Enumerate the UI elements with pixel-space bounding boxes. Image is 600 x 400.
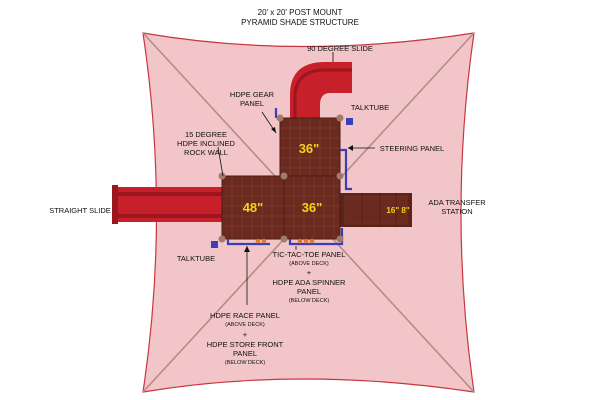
deck-center-height: 36" [302, 200, 323, 215]
label-race-1: HDPE RACE PANEL [210, 311, 280, 320]
title-line-2: PYRAMID SHADE STRUCTURE [241, 18, 359, 27]
label-90-degree-slide: 90 DEGREE SLIDE [307, 44, 373, 53]
talktube-top-icon [346, 118, 353, 125]
straight-slide [112, 185, 225, 224]
label-talktube-top: TALKTUBE [351, 103, 389, 112]
transfer-heights: 16" 8" [386, 206, 409, 215]
deck-top-height: 36" [299, 141, 320, 156]
label-race-5: (BELOW DECK) [225, 360, 266, 366]
posts [218, 114, 344, 243]
frame-blue [226, 108, 352, 246]
label-rock-wall-1: 15 DEGREE [185, 130, 227, 139]
label-rock-wall-3: ROCK WALL [184, 148, 228, 157]
label-tictac-5: (BELOW DECK) [289, 298, 330, 304]
label-tictac-plus: + [307, 268, 312, 277]
label-steering-panel: STEERING PANEL [380, 144, 444, 153]
pointer-heads [244, 127, 353, 252]
label-race-3: HDPE STORE FRONT [207, 340, 284, 349]
label-race-plus: + [243, 330, 248, 339]
label-race-2: (ABOVE DECK) [225, 322, 265, 328]
label-tictac-3: HDPE ADA SPINNER [273, 278, 347, 287]
deck-center [283, 175, 341, 240]
label-tictac-2: (ABOVE DECK) [289, 261, 329, 267]
label-rock-wall-2: HDPE INCLINED [177, 139, 236, 148]
label-gear-panel-2: PANEL [240, 99, 264, 108]
deck-left [221, 175, 285, 240]
label-straight-slide: STRAIGHT SLIDE [49, 206, 111, 215]
talktube-bottom-icon [211, 241, 218, 248]
label-race-4: PANEL [233, 349, 257, 358]
ada-transfer-station [340, 193, 412, 227]
label-talktube-bottom: TALKTUBE [177, 254, 215, 263]
panel-accents [255, 238, 315, 244]
title-line-1: 20' x 20' POST MOUNT [258, 8, 343, 17]
label-gear-panel-1: HDPE GEAR [230, 90, 275, 99]
label-ada-2: STATION [441, 207, 472, 216]
label-tictac-1: TIC-TAC-TOE PANEL [273, 250, 346, 259]
label-ada-1: ADA TRANSFER [428, 198, 486, 207]
slide-90-degree [290, 62, 352, 120]
deck-left-height: 48" [243, 200, 264, 215]
label-tictac-4: PANEL [297, 287, 321, 296]
